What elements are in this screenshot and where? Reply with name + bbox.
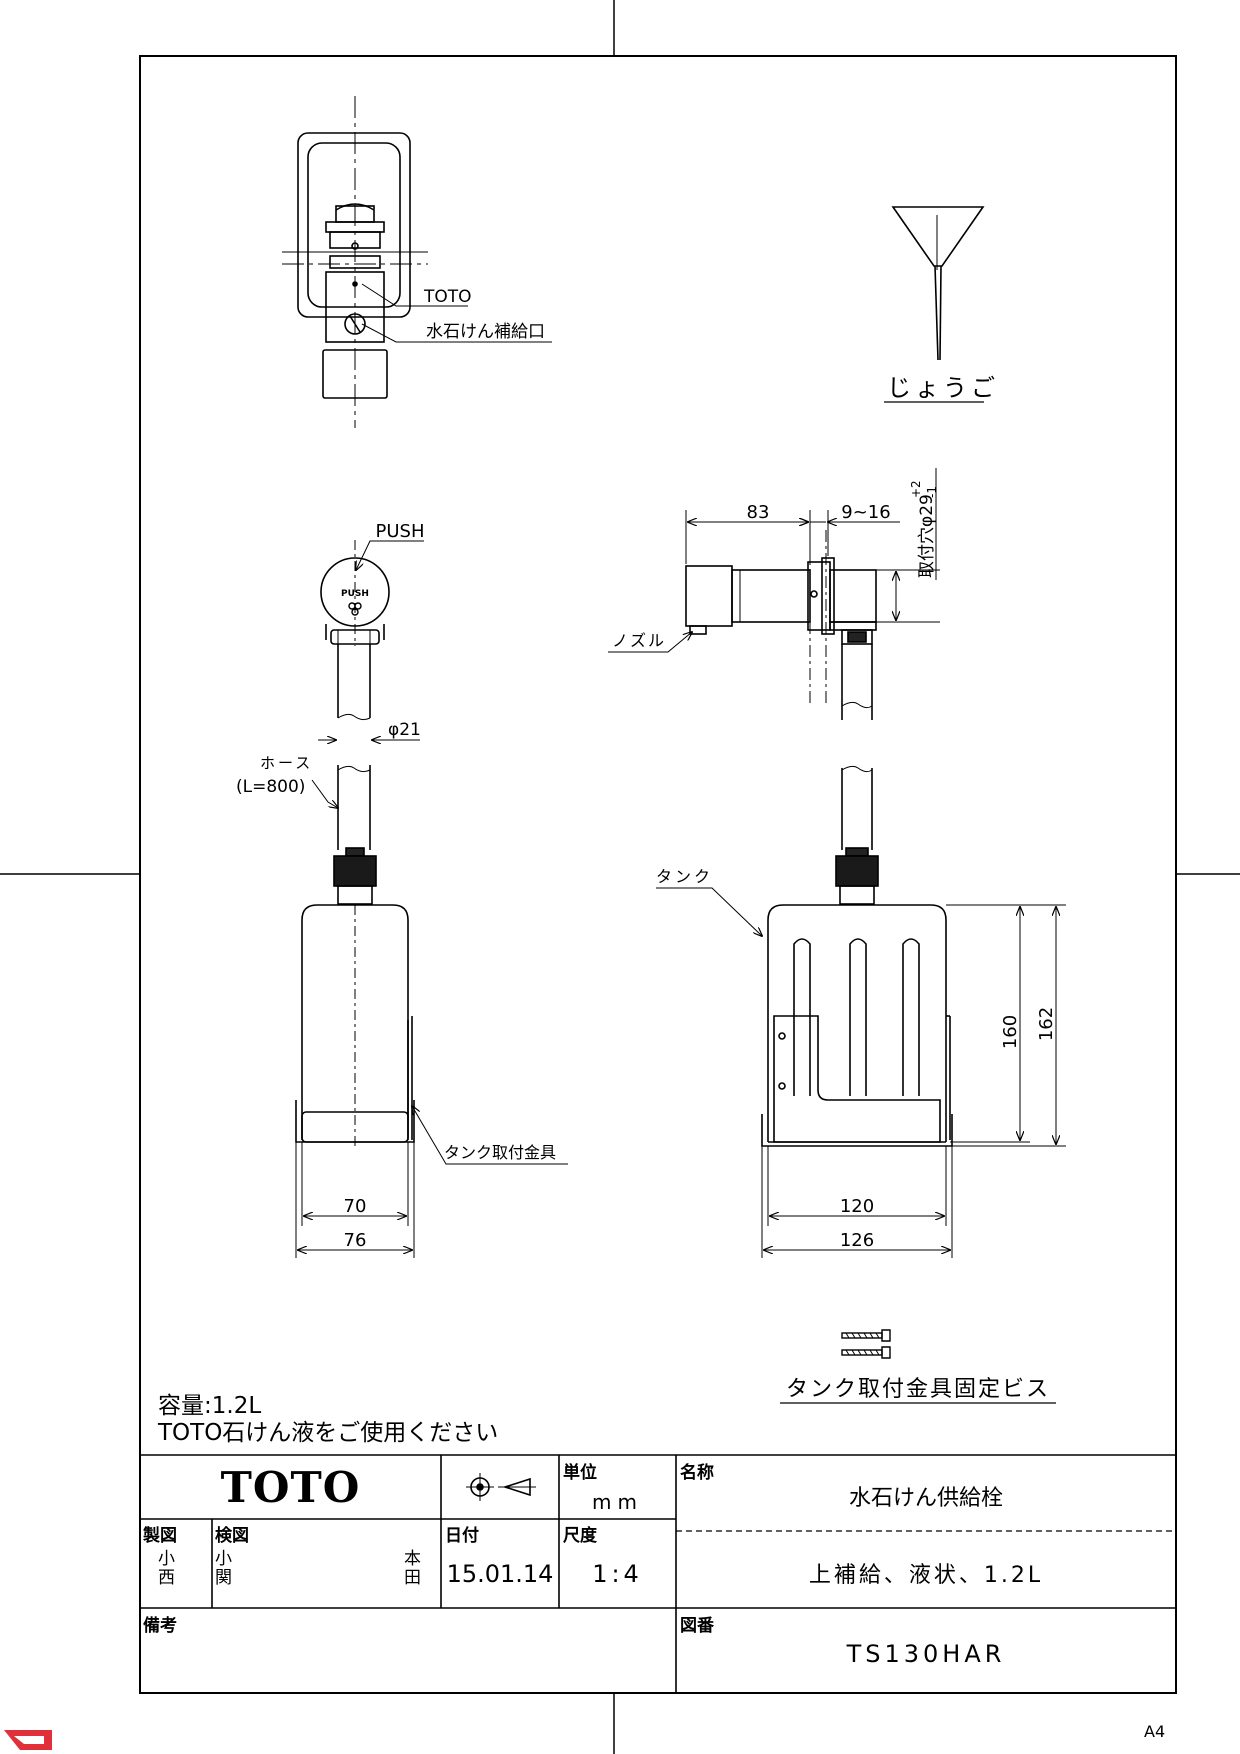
- phi21-dim: φ21: [388, 720, 421, 740]
- checked-label: 検図: [215, 1526, 249, 1546]
- name-label: 名称: [680, 1463, 714, 1483]
- toto-logo: TOTO: [220, 1463, 361, 1512]
- title-block-grid: [140, 1454, 1176, 1693]
- funnel-label: じょうご: [887, 374, 999, 402]
- nozzle-label: ノズル: [612, 631, 666, 650]
- dim-70: 70: [344, 1196, 367, 1217]
- mount-hole-label: 取付穴φ29: [917, 494, 937, 578]
- screws-drawing: [841, 1329, 891, 1359]
- capacity-note: 容量:1.2L: [158, 1393, 261, 1419]
- drawing-no-label: 図番: [680, 1616, 714, 1636]
- dim-120: 120: [840, 1196, 874, 1217]
- drawing-no-value: TS130HAR: [846, 1640, 1006, 1668]
- tolerance-minus: -1: [925, 486, 939, 498]
- date-label: 日付: [445, 1526, 479, 1546]
- funnel-drawing: [891, 206, 985, 361]
- dim-83: 83: [747, 502, 770, 523]
- remarks-label: 備考: [143, 1616, 177, 1636]
- approved-by: 本田: [404, 1549, 421, 1588]
- corner-logo-icon: [4, 1730, 52, 1750]
- projection-symbol-icon: [466, 1473, 536, 1501]
- name-value: 水石けん供給栓: [848, 1486, 1003, 1511]
- unit-label: 単位: [563, 1463, 597, 1483]
- drawn-by: 小西: [158, 1549, 175, 1588]
- checked-by: 小関: [215, 1549, 232, 1588]
- dim-9-16: 9~16: [841, 502, 890, 523]
- soap-port-label: 水石けん補給口: [426, 322, 545, 342]
- date-value: 15.01.14: [446, 1560, 554, 1588]
- dim-76: 76: [344, 1230, 367, 1251]
- push-label: PUSH: [376, 521, 425, 542]
- drawn-label: 製図: [143, 1526, 177, 1546]
- subtitle-value: 上補給、液状、1.2L: [808, 1563, 1044, 1588]
- tank-label: タンク: [656, 867, 713, 886]
- push-button-symbol: [348, 602, 362, 616]
- hose-label: ホース: [260, 754, 313, 772]
- hose-length-label: (L=800): [236, 777, 305, 797]
- usage-note: TOTO石けん液をご使用ください: [157, 1420, 498, 1446]
- scale-value: 1:4: [592, 1560, 643, 1588]
- tank-bracket-label: タンク取付金具: [444, 1143, 556, 1162]
- front-view: [295, 540, 415, 1150]
- sheet-size: A4: [1144, 1722, 1166, 1741]
- scale-label: 尺度: [563, 1526, 597, 1546]
- dim-162: 162: [1036, 1007, 1057, 1041]
- top-view: [282, 96, 428, 428]
- unit-value: mm: [592, 1490, 643, 1514]
- tolerance-plus: +2: [909, 480, 923, 498]
- screws-label: タンク取付金具固定ビス: [786, 1377, 1050, 1402]
- side-view: [685, 530, 953, 1147]
- dim-160: 160: [1000, 1015, 1021, 1049]
- toto-label: TOTO: [423, 287, 472, 307]
- push-button-label: PUSH: [341, 589, 369, 599]
- dim-126: 126: [840, 1230, 874, 1251]
